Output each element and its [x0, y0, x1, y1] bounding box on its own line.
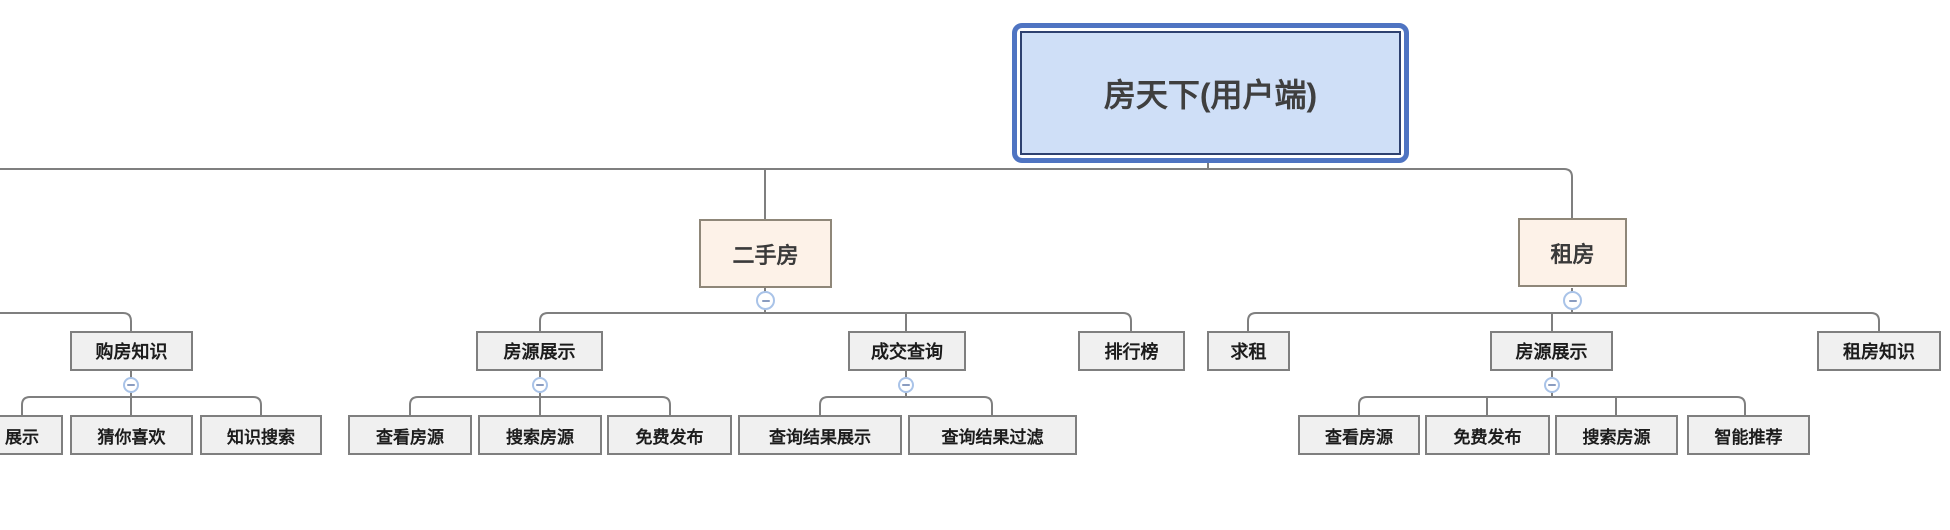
connector-zufang-rail	[1247, 312, 1880, 331]
node-fangyuan-zhanshi-2[interactable]: 房源展示	[1490, 331, 1613, 371]
minus-glyph	[1568, 299, 1577, 302]
connector-fangyuan2-rail	[1358, 396, 1746, 415]
minus-glyph	[902, 384, 910, 386]
connector-goufang-rail	[21, 396, 262, 415]
node-fangyuan-zhanshi-1[interactable]: 房源展示	[476, 331, 603, 371]
node-qiuzu[interactable]: 求租	[1207, 331, 1290, 371]
root-node-label: 房天下(用户端)	[1020, 31, 1401, 155]
node-sousuo-fangyuan-1[interactable]: 搜索房源	[478, 415, 602, 455]
minus-glyph	[127, 384, 135, 386]
node-cainixihuan[interactable]: 猜你喜欢	[70, 415, 193, 455]
node-chaxun-jieguo-zhanshi[interactable]: 查询结果展示	[738, 415, 902, 455]
node-zufang[interactable]: 租房	[1518, 218, 1627, 287]
minus-glyph	[1548, 384, 1556, 386]
connector-goufang-elbow	[0, 312, 132, 331]
node-paihangbang[interactable]: 排行榜	[1078, 331, 1185, 371]
node-mianfei-fabu-1[interactable]: 免费发布	[607, 415, 732, 455]
collapse-minus-icon-zufang[interactable]	[1563, 291, 1582, 310]
node-sousuo-fangyuan-2[interactable]: 搜索房源	[1555, 415, 1678, 455]
collapse-minus-icon-chengjiao-chaxun[interactable]	[898, 377, 914, 393]
connector-root-rail	[0, 168, 1573, 218]
connector-ershoufang-rail	[539, 312, 1132, 331]
node-zhineng-tuijian[interactable]: 智能推荐	[1687, 415, 1810, 455]
node-ershoufang[interactable]: 二手房	[699, 219, 832, 288]
node-zufang-zhishi[interactable]: 租房知识	[1817, 331, 1941, 371]
root-node[interactable]: 房天下(用户端)	[1012, 23, 1409, 163]
connector-chengjiao-rail	[819, 396, 993, 415]
node-chengjiao-chaxun[interactable]: 成交查询	[848, 331, 966, 371]
collapse-minus-icon-fangyuan-zhanshi-2[interactable]	[1544, 377, 1560, 393]
node-mianfei-fabu-2[interactable]: 免费发布	[1425, 415, 1550, 455]
collapse-minus-icon-goufang-zhishi[interactable]	[123, 377, 139, 393]
minus-glyph	[761, 299, 770, 302]
node-zhishi-sousuo[interactable]: 知识搜索	[200, 415, 322, 455]
collapse-minus-icon-ershoufang[interactable]	[756, 291, 775, 310]
node-chakan-fangyuan-2[interactable]: 查看房源	[1298, 415, 1420, 455]
collapse-minus-icon-fangyuan-zhanshi-1[interactable]	[532, 377, 548, 393]
node-chakan-fangyuan-1[interactable]: 查看房源	[348, 415, 472, 455]
node-goufang-zhishi[interactable]: 购房知识	[70, 331, 193, 371]
minus-glyph	[536, 384, 544, 386]
node-chaxun-jieguo-guolv[interactable]: 查询结果过滤	[908, 415, 1077, 455]
node-zhanshi-clipped[interactable]: 展示	[0, 415, 63, 455]
